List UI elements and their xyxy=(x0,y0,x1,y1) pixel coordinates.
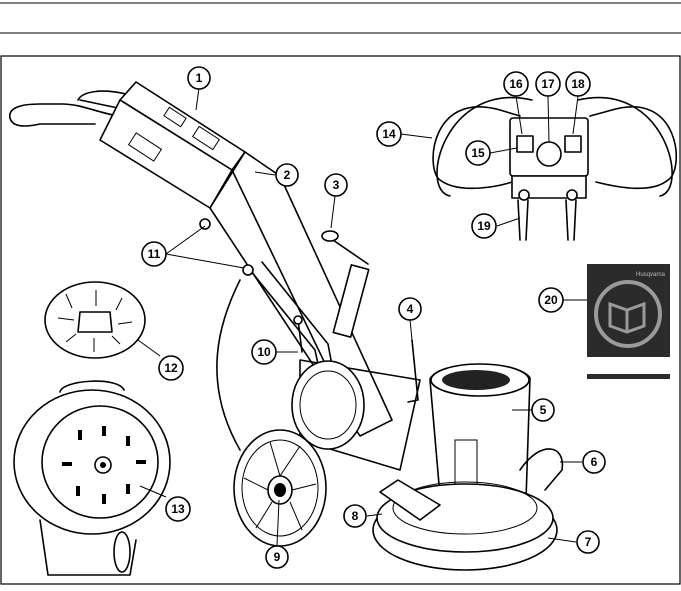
svg-text:8: 8 xyxy=(352,509,359,523)
svg-text:18: 18 xyxy=(571,77,585,91)
svg-text:12: 12 xyxy=(164,361,178,375)
callout-19: 19 xyxy=(471,213,497,239)
callout-12: 12 xyxy=(158,355,184,381)
button-right xyxy=(564,135,582,153)
manual-symbol-bar xyxy=(587,374,670,379)
svg-text:14: 14 xyxy=(382,127,396,141)
callout-16: 16 xyxy=(503,71,529,97)
svg-text:2: 2 xyxy=(284,168,291,182)
callout-9: 9 xyxy=(265,545,289,569)
callout-bubbles: 1 2 3 4 5 6 7 8 9 10 11 12 13 14 15 16 1… xyxy=(141,66,606,569)
callout-7: 7 xyxy=(576,530,600,554)
callout-20: 20 xyxy=(538,287,564,313)
callout-15: 15 xyxy=(465,140,491,166)
handlebar xyxy=(432,106,521,190)
callout-17: 17 xyxy=(535,71,561,97)
book-icon xyxy=(594,280,662,348)
svg-text:1: 1 xyxy=(196,71,203,85)
callout-2: 2 xyxy=(275,163,299,187)
grinding-head-underside xyxy=(13,380,171,576)
button-left xyxy=(516,135,534,153)
callout-10: 10 xyxy=(251,339,277,365)
svg-text:11: 11 xyxy=(148,247,161,261)
tool-plate xyxy=(44,281,146,359)
svg-text:6: 6 xyxy=(591,455,598,469)
manual-symbol: Husqvarna xyxy=(587,264,670,379)
figure-frame xyxy=(0,55,681,585)
callout-13: 13 xyxy=(165,496,191,522)
callout-14: 14 xyxy=(376,121,402,147)
svg-text:10: 10 xyxy=(257,345,271,359)
svg-text:15: 15 xyxy=(471,146,485,160)
manual-symbol-brand: Husqvarna xyxy=(636,272,666,278)
svg-text:16: 16 xyxy=(509,77,523,91)
callout-6: 6 xyxy=(582,450,606,474)
callout-5: 5 xyxy=(531,398,555,422)
callout-8: 8 xyxy=(343,504,367,528)
callout-11: 11 xyxy=(141,241,167,267)
svg-text:7: 7 xyxy=(585,535,592,549)
adjustment-knob xyxy=(199,218,211,230)
svg-text:19: 19 xyxy=(477,219,491,233)
svg-text:5: 5 xyxy=(540,403,547,417)
svg-text:13: 13 xyxy=(171,502,185,516)
adjustment-knob xyxy=(242,264,254,276)
front-bar xyxy=(379,479,441,521)
main-switch xyxy=(536,141,562,167)
callout-1: 1 xyxy=(187,66,211,90)
svg-text:4: 4 xyxy=(407,302,414,316)
svg-text:3: 3 xyxy=(333,178,340,192)
handle-grip-left xyxy=(9,103,119,119)
callout-4: 4 xyxy=(398,297,422,321)
lever-tube xyxy=(332,264,370,338)
floor-grinder xyxy=(9,81,564,571)
svg-text:20: 20 xyxy=(544,293,558,307)
handle-grip-right xyxy=(77,90,127,101)
handlebar-detail xyxy=(432,96,678,241)
callout-3: 3 xyxy=(324,173,348,197)
svg-text:17: 17 xyxy=(541,77,555,91)
leader-lines xyxy=(137,87,587,547)
lifting-handle xyxy=(519,448,564,491)
svg-text:9: 9 xyxy=(274,550,281,564)
callout-18: 18 xyxy=(565,71,591,97)
